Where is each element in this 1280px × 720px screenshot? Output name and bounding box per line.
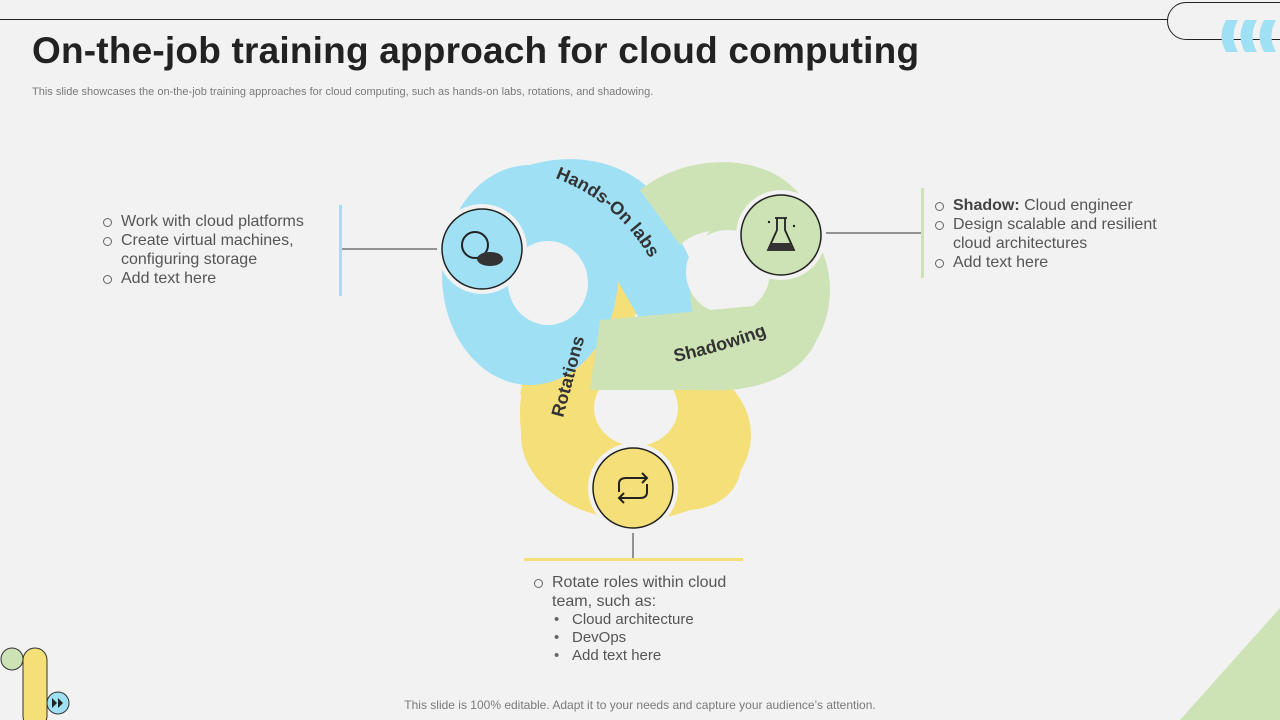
sub-list-item: Cloud architecture <box>534 611 744 629</box>
sub-list-item: Add text here <box>534 647 744 665</box>
list-item: Add text here <box>103 269 333 288</box>
page-title: On-the-job training approach for cloud c… <box>32 30 920 71</box>
top-rule <box>0 19 1172 20</box>
list-item: Rotate roles within cloud team, such as: <box>534 573 744 611</box>
list-item: Design scalable and resilient cloud arch… <box>935 215 1175 253</box>
page-subtitle: This slide showcases the on-the-job trai… <box>32 86 654 98</box>
shadow-lead-rest: Cloud engineer <box>1019 197 1133 214</box>
hands-on-text-block: Work with cloud platforms Create virtual… <box>103 212 333 288</box>
shadow-lead-bold: Shadow: <box>953 197 1020 214</box>
magnifier-chat-icon <box>461 231 503 266</box>
list-item: Shadow: Cloud engineer <box>935 196 1175 215</box>
hands-on-icon-circle <box>437 204 527 294</box>
list-item: Work with cloud platforms <box>103 212 333 231</box>
sub-list-item: DevOps <box>534 629 744 647</box>
rotate-arrows-icon <box>617 472 649 504</box>
shadow-accent-bar <box>921 188 924 278</box>
rotations-accent-bar <box>524 558 743 561</box>
shadowing-icon-circle <box>736 190 826 280</box>
rotations-icon-circle <box>588 443 678 533</box>
chevron-decoration-icon <box>1221 20 1276 52</box>
hands-on-accent-bar <box>339 205 342 296</box>
rotations-text-block: Rotate roles within cloud team, such as:… <box>534 573 744 665</box>
flask-icon <box>766 217 796 251</box>
footer-note: This slide is 100% editable. Adapt it to… <box>404 698 876 712</box>
shadow-text-block: Shadow: Cloud engineer Design scalable a… <box>935 196 1175 272</box>
list-item: Create virtual machines, configuring sto… <box>103 231 333 269</box>
list-item: Add text here <box>935 253 1175 272</box>
